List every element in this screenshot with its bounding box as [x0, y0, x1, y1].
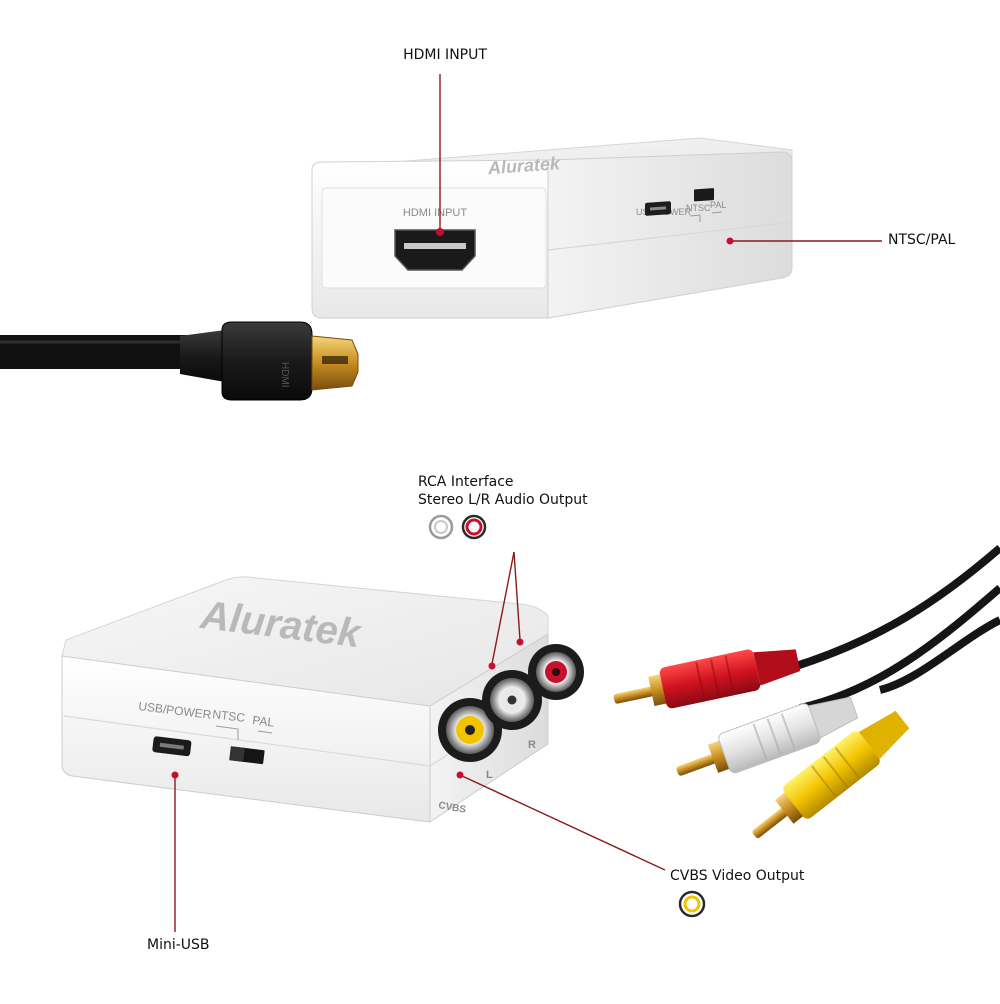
rca-wire-yellow [878, 616, 1000, 694]
top-device-side-face [547, 151, 793, 319]
callout-ntsc-pal [726, 237, 882, 245]
bottom-device-front-face [61, 655, 431, 823]
top-device-pal-print: PAL [710, 200, 726, 210]
jack-label-cvbs: CVBS [437, 800, 467, 816]
callout-rca-interface [488, 551, 524, 670]
callout-mini-usb [171, 771, 179, 932]
callout-label-hdmi-input: HDMI INPUT [403, 47, 487, 63]
bottom-device-pal-print: PAL [252, 713, 276, 730]
top-device-seam [547, 221, 793, 251]
jack-label-r: R [528, 739, 536, 751]
bottom-device-ntsc-print: NTSC [212, 707, 246, 725]
bottom-device-mini-usb-port [152, 736, 192, 757]
jack-label-l: L [486, 769, 493, 781]
top-converter-device: Aluratek HDMI INPUT USB/POWER NTSC PAL [311, 137, 793, 319]
rca-wire-red [788, 544, 1000, 672]
hdmi-plug-body [221, 321, 313, 401]
rca-audio-indicator-red [461, 514, 487, 540]
rca-cables [613, 544, 1000, 839]
rca-jack-red [528, 644, 584, 700]
rca-jack-white [482, 670, 542, 730]
top-device-ntsc-print: NTSC [686, 203, 711, 213]
callout-label-rca-line1: RCA Interface [418, 474, 514, 490]
top-device-mini-usb-port [645, 201, 671, 216]
callout-cvbs-video [456, 771, 666, 871]
hdmi-strain-relief [180, 330, 225, 382]
top-device-ntsc-pal-switch[interactable] [694, 188, 714, 202]
top-device-hdmi-port [394, 229, 476, 271]
callout-label-ntsc-pal: NTSC/PAL [888, 232, 956, 248]
rca-audio-indicator-white [428, 514, 454, 540]
rca-plug-white [676, 696, 859, 776]
rca-wire-white [799, 584, 1000, 712]
callout-hdmi-input [436, 74, 444, 236]
bottom-device-ntsc-pal-switch[interactable] [229, 746, 265, 765]
callout-label-cvbs-video: CVBS Video Output [670, 868, 805, 884]
callout-label-mini-usb: Mini-USB [147, 937, 210, 953]
top-device-hdmi-print: HDMI INPUT [403, 207, 467, 219]
bottom-converter-device: Aluratek USB/POWER NTSC PAL [61, 576, 584, 823]
cvbs-video-indicator-yellow [678, 890, 706, 918]
hdmi-plug-text: HDMI [279, 362, 290, 388]
callout-label-rca-line2: Stereo L/R Audio Output [418, 492, 588, 508]
rca-jack-yellow [438, 698, 502, 762]
rca-plug-yellow [752, 710, 910, 839]
rca-plug-red [613, 649, 801, 709]
hdmi-cable: HDMI [0, 321, 359, 401]
